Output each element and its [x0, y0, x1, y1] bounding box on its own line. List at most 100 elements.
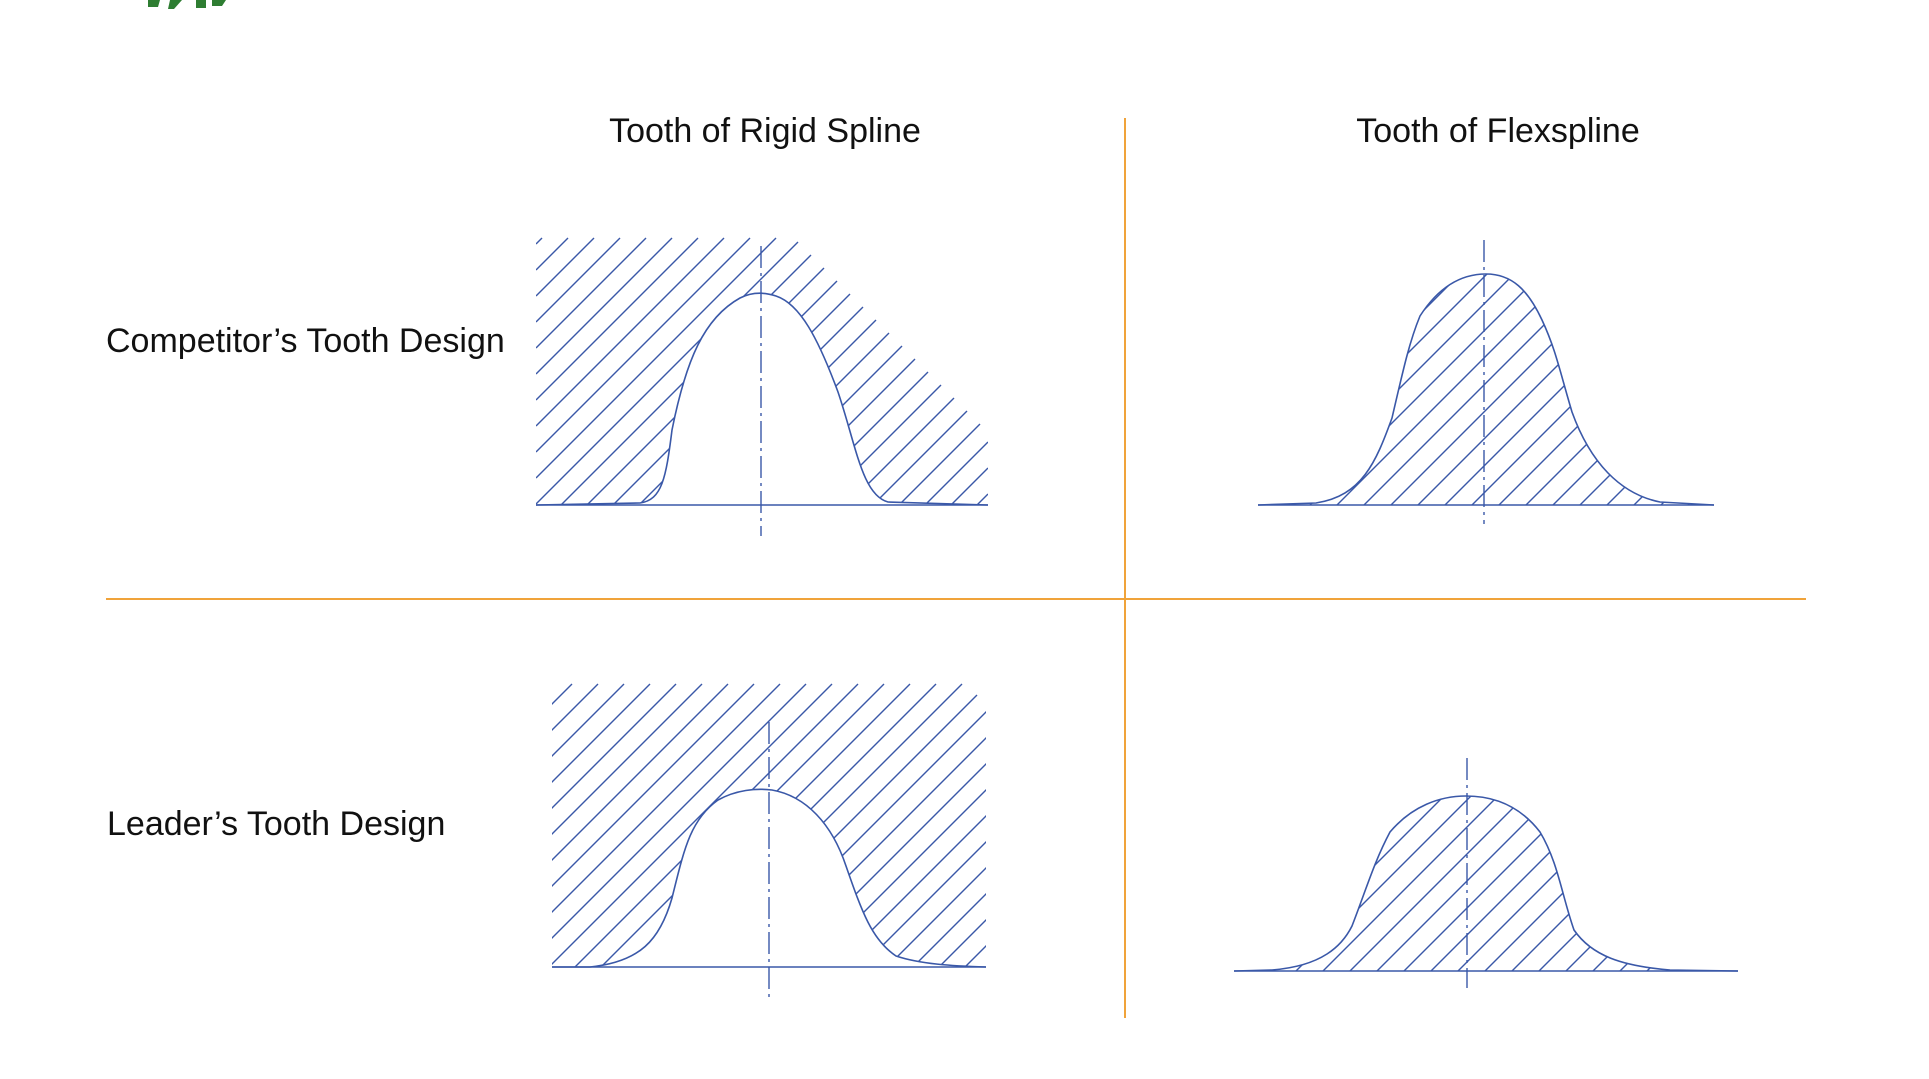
hatch-line	[846, 397, 955, 505]
hatch-line	[1234, 796, 1316, 872]
hatch-line	[1471, 274, 1714, 505]
hatch-line	[536, 237, 673, 375]
hatch-line	[536, 237, 777, 479]
hatch-line	[1579, 370, 1714, 505]
hatch-line	[1403, 796, 1586, 971]
hatch-line	[1646, 879, 1738, 971]
hatch-line	[794, 371, 929, 505]
hatch-line	[1258, 274, 1475, 477]
hatch-line	[690, 319, 877, 505]
hatch-line	[536, 237, 725, 427]
hatch-line	[1565, 798, 1738, 971]
tooth-profile	[1233, 795, 1739, 972]
hatch-line	[716, 332, 890, 505]
hatch-line	[782, 759, 986, 967]
hatch-line	[950, 467, 988, 505]
hatch-line	[552, 683, 781, 929]
hatch-line	[536, 684, 546, 694]
hatch-lines	[1258, 274, 1714, 505]
hatch-line	[536, 237, 751, 453]
hatch-line	[860, 837, 986, 967]
hatch-line	[1498, 289, 1714, 505]
hatch-line	[536, 237, 647, 349]
competitor-rigid-spline-tooth	[535, 237, 989, 536]
tooth-profile	[1257, 273, 1715, 506]
hatch-line	[1673, 906, 1738, 971]
hatch-line	[664, 306, 864, 505]
hatch-line	[1258, 274, 1313, 315]
hatch-line	[1700, 933, 1738, 971]
hatch-line	[552, 683, 703, 851]
hatch-line	[1268, 796, 1451, 971]
hatch-line	[552, 683, 677, 825]
hatch-line	[834, 811, 986, 967]
hatch-line	[912, 889, 986, 967]
leader-flexspline-tooth	[1233, 758, 1739, 988]
hatch-line	[1322, 796, 1505, 971]
hatch-line	[1234, 796, 1262, 818]
hatch-line	[820, 384, 942, 505]
hatch-line	[536, 237, 595, 297]
row-header-leader: Leader’s Tooth Design	[107, 805, 446, 843]
hatch-line	[1660, 451, 1714, 505]
hatch-line	[898, 423, 981, 505]
hatch-line	[638, 293, 851, 505]
hatch-line	[964, 941, 986, 967]
hatch-line	[552, 683, 599, 747]
hatch-line	[704, 694, 978, 967]
hatch-line	[574, 683, 859, 967]
hatch-line	[1258, 274, 1394, 396]
hatch-line	[1687, 478, 1714, 505]
hatch-line	[742, 345, 903, 505]
hatch-lines	[536, 683, 986, 967]
hatch-line	[552, 683, 625, 773]
hatch-line	[536, 237, 543, 245]
hatch-line	[536, 237, 569, 271]
hatch-line	[1295, 796, 1478, 971]
hatch-line	[1258, 274, 1421, 423]
column-header-rigid-spline: Tooth of Rigid Spline	[609, 112, 921, 150]
hatch-line	[886, 863, 986, 967]
tooth-profile	[552, 788, 987, 968]
hatch-line	[552, 683, 833, 967]
hatch-line	[1417, 274, 1664, 505]
hatch-line	[1606, 397, 1714, 505]
hatch-line	[1258, 274, 1502, 504]
hatch-line	[1336, 274, 1583, 505]
hatch-line	[1444, 274, 1691, 505]
hatch-line	[552, 683, 729, 877]
hatch-line	[1241, 796, 1424, 971]
hatch-line	[1234, 796, 1289, 845]
row-header-competitor: Competitor’s Tooth Design	[106, 322, 505, 360]
hatch-line	[600, 683, 885, 967]
hatch-line	[560, 254, 812, 505]
tooth-profile	[535, 292, 989, 506]
hatch-line	[938, 915, 986, 967]
hatch-line	[552, 683, 807, 955]
hatch-line	[1633, 424, 1714, 505]
hatch-line	[552, 683, 573, 721]
hatch-line	[1525, 316, 1714, 505]
hatch-line	[1390, 274, 1637, 505]
hatch-line	[536, 237, 699, 401]
hatch-line	[1592, 825, 1738, 971]
hatch-line	[1430, 796, 1613, 971]
hatch-line	[1349, 796, 1532, 971]
hatch-line	[552, 683, 651, 799]
hatch-line	[976, 493, 988, 505]
hatch-line	[924, 441, 988, 505]
hatch-line	[536, 237, 621, 323]
hatch-line	[1258, 274, 1448, 450]
hatch-line	[1619, 852, 1738, 971]
hatch-line	[1484, 796, 1667, 971]
hatch-line	[1282, 274, 1529, 505]
column-header-flexspline: Tooth of Flexspline	[1356, 112, 1640, 150]
hatch-line	[1538, 796, 1721, 971]
hatch-lines	[536, 237, 988, 505]
hatch-line	[1258, 274, 1367, 369]
competitor-flexspline-tooth	[1257, 240, 1715, 524]
hatch-line	[1309, 274, 1556, 505]
hatch-line	[872, 410, 968, 505]
